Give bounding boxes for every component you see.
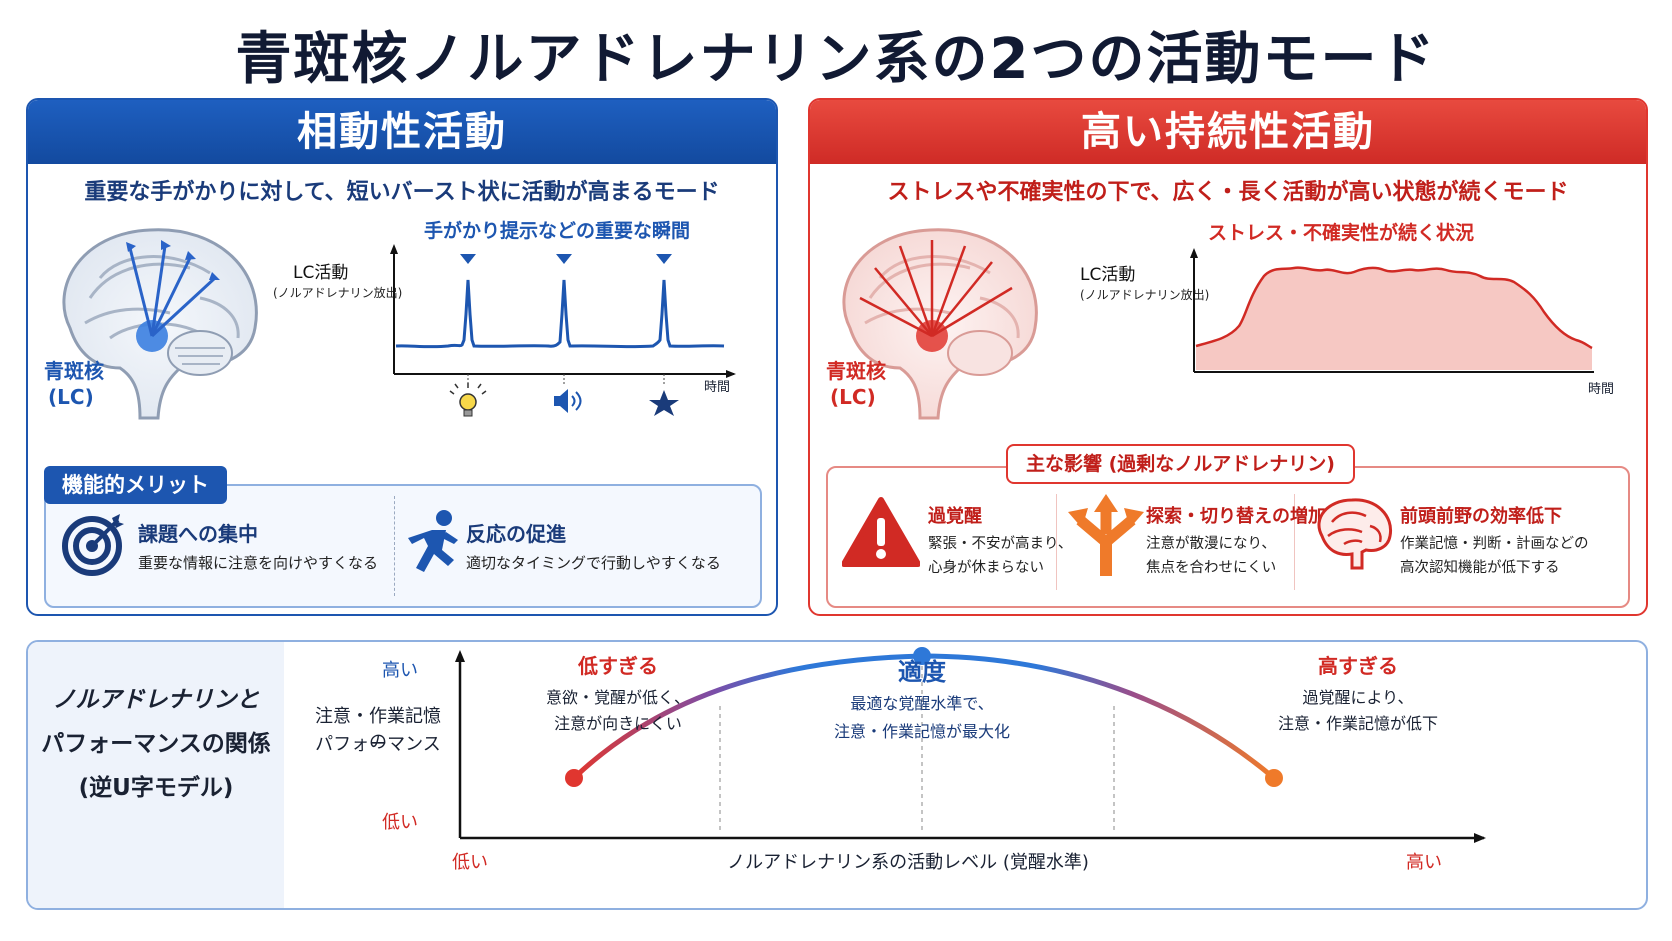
zone-optimal-line1: 最適な覚醒水準で、: [850, 694, 994, 713]
x-low-label: 低い: [452, 852, 488, 873]
merit-2-desc: 適切なタイミングで行動しやすくなる: [466, 554, 721, 572]
lc-name: 青斑核: [826, 359, 886, 383]
phasic-subtitle: 重要な手がかりに対して、短いバースト状に活動が高まるモード: [84, 180, 720, 205]
chart-title: ストレス・不確実性が続く状況: [1208, 222, 1475, 244]
x-axis-label: ノルアドレナリン系の活動レベル (覚醒水準): [727, 852, 1089, 873]
tonic-area: [1196, 267, 1592, 370]
effect-1-title: 過覚醒: [928, 506, 982, 527]
marker-1: [460, 254, 476, 264]
zone-optimal-title: 適度: [898, 658, 946, 686]
zone-low-title: 低すぎる: [578, 654, 658, 678]
phasic-chart: [390, 244, 736, 417]
zone-high-title: 高すぎる: [1318, 654, 1398, 678]
low-point: [565, 769, 583, 787]
brain-icon: [842, 228, 1038, 420]
merit-box: 課題への集中 重要な情報に注意を向けやすくなる 反応の促進 適切なタイミングで行…: [44, 484, 762, 608]
effect-3-desc1: 作業記憶・判断・計画などの: [1400, 536, 1589, 552]
y-low-label: 低い: [382, 812, 418, 833]
lc-abbr: (LC): [48, 385, 94, 409]
x-high-label: 高い: [1406, 852, 1442, 873]
zone-high-line1: 過覚醒により、: [1302, 688, 1414, 707]
effect-2-desc1: 注意が散漫になり、: [1146, 536, 1276, 552]
x-axis-label: 時間: [1588, 382, 1615, 397]
page-title: 青斑核ノルアドレナリン系の2つの活動モード: [235, 27, 1437, 92]
y-axis-label-2: パフォーマンス: [315, 734, 441, 755]
target-icon: [62, 514, 124, 576]
label-line-2: パフォーマンスの関係: [41, 731, 271, 757]
label-line-3: (逆U字モデル): [78, 775, 234, 801]
inverted-u-panel: ノルアドレナリンと パフォーマンスの関係 (逆U字モデル) 高い 低い 注意・作…: [26, 640, 1648, 910]
chart-title: 手がかり提示などの重要な瞬間: [424, 220, 691, 242]
tonic-chart: [1190, 248, 1594, 373]
lc-abbr: (LC): [830, 385, 876, 409]
lightbulb-icon: [449, 383, 487, 417]
brain-icon: [62, 228, 258, 420]
brain-outline-icon: [1317, 498, 1393, 570]
merit-tag: 機能的メリット: [44, 466, 227, 504]
merit-2-title: 反応の促進: [466, 522, 566, 546]
effects-tag: 主な影響 (過剰なノルアドレナリン): [1006, 444, 1355, 484]
effect-1-desc2: 心身が休まらない: [928, 560, 1044, 576]
inverted-u-label-area: ノルアドレナリンと パフォーマンスの関係 (逆U字モデル): [28, 642, 284, 908]
y-axis-label: LC活動: [293, 263, 349, 283]
zone-low-line1: 意欲・覚醒が低く、: [545, 688, 690, 707]
running-person-icon: [408, 510, 458, 572]
tonic-header: 高い持続性活動: [810, 100, 1646, 164]
y-high-label: 高い: [382, 660, 418, 681]
y-axis-label: LC活動: [1080, 265, 1136, 285]
peak-point: [913, 647, 931, 665]
branching-arrows-icon: [1068, 494, 1144, 576]
lc-name: 青斑核: [44, 359, 104, 383]
phasic-panel: 相動性活動 重要な手がかりに対して、短いバースト状に活動が高まるモード 青斑核 …: [26, 98, 778, 616]
zone-optimal-line2: 注意・作業記憶が最大化: [833, 722, 1010, 741]
zone-low-line2: 注意が向きにくい: [554, 714, 682, 733]
speaker-icon: [554, 389, 582, 413]
star-icon: [649, 390, 679, 416]
effect-1-desc1: 緊張・不安が高まり、: [928, 536, 1073, 552]
inverted-u-chart: [455, 647, 1486, 843]
warning-icon: [842, 497, 920, 567]
marker-2: [556, 254, 572, 264]
phasic-line: [395, 279, 725, 349]
effect-3-desc2: 高次認知機能が低下する: [1400, 560, 1560, 576]
tonic-panel: 高い持続性活動 ストレスや不確実性の下で、広く・長く活動が高い状態が続くモード …: [808, 98, 1648, 616]
zone-high-line2: 注意・作業記憶が低下: [1277, 714, 1438, 733]
effect-2-desc2: 焦点を合わせにくい: [1146, 560, 1277, 576]
effect-3-title: 前頭前野の効率低下: [1400, 506, 1562, 527]
high-point: [1265, 769, 1283, 787]
effects-box: 過覚醒 緊張・不安が高まり、 心身が休まらない 探索・切り替えの増加 注意が散漫…: [826, 466, 1630, 608]
y-axis-sublabel: (ノルアドレナリン放出): [273, 286, 403, 300]
effect-2-title: 探索・切り替えの増加: [1146, 506, 1326, 527]
phasic-header: 相動性活動: [28, 100, 776, 164]
x-axis-label: 時間: [704, 380, 731, 395]
y-axis-sublabel: (ノルアドレナリン放出): [1080, 288, 1210, 302]
tonic-subtitle: ストレスや不確実性の下で、広く・長く活動が高い状態が続くモード: [887, 180, 1569, 205]
tonic-line: [1195, 266, 1593, 350]
merit-1-title: 課題への集中: [138, 522, 258, 546]
merit-1-desc: 重要な情報に注意を向けやすくなる: [138, 554, 379, 572]
marker-3: [656, 254, 672, 264]
label-line-1: ノルアドレナリンと: [52, 687, 260, 713]
y-axis-label-1: 注意・作業記憶の: [315, 706, 441, 753]
